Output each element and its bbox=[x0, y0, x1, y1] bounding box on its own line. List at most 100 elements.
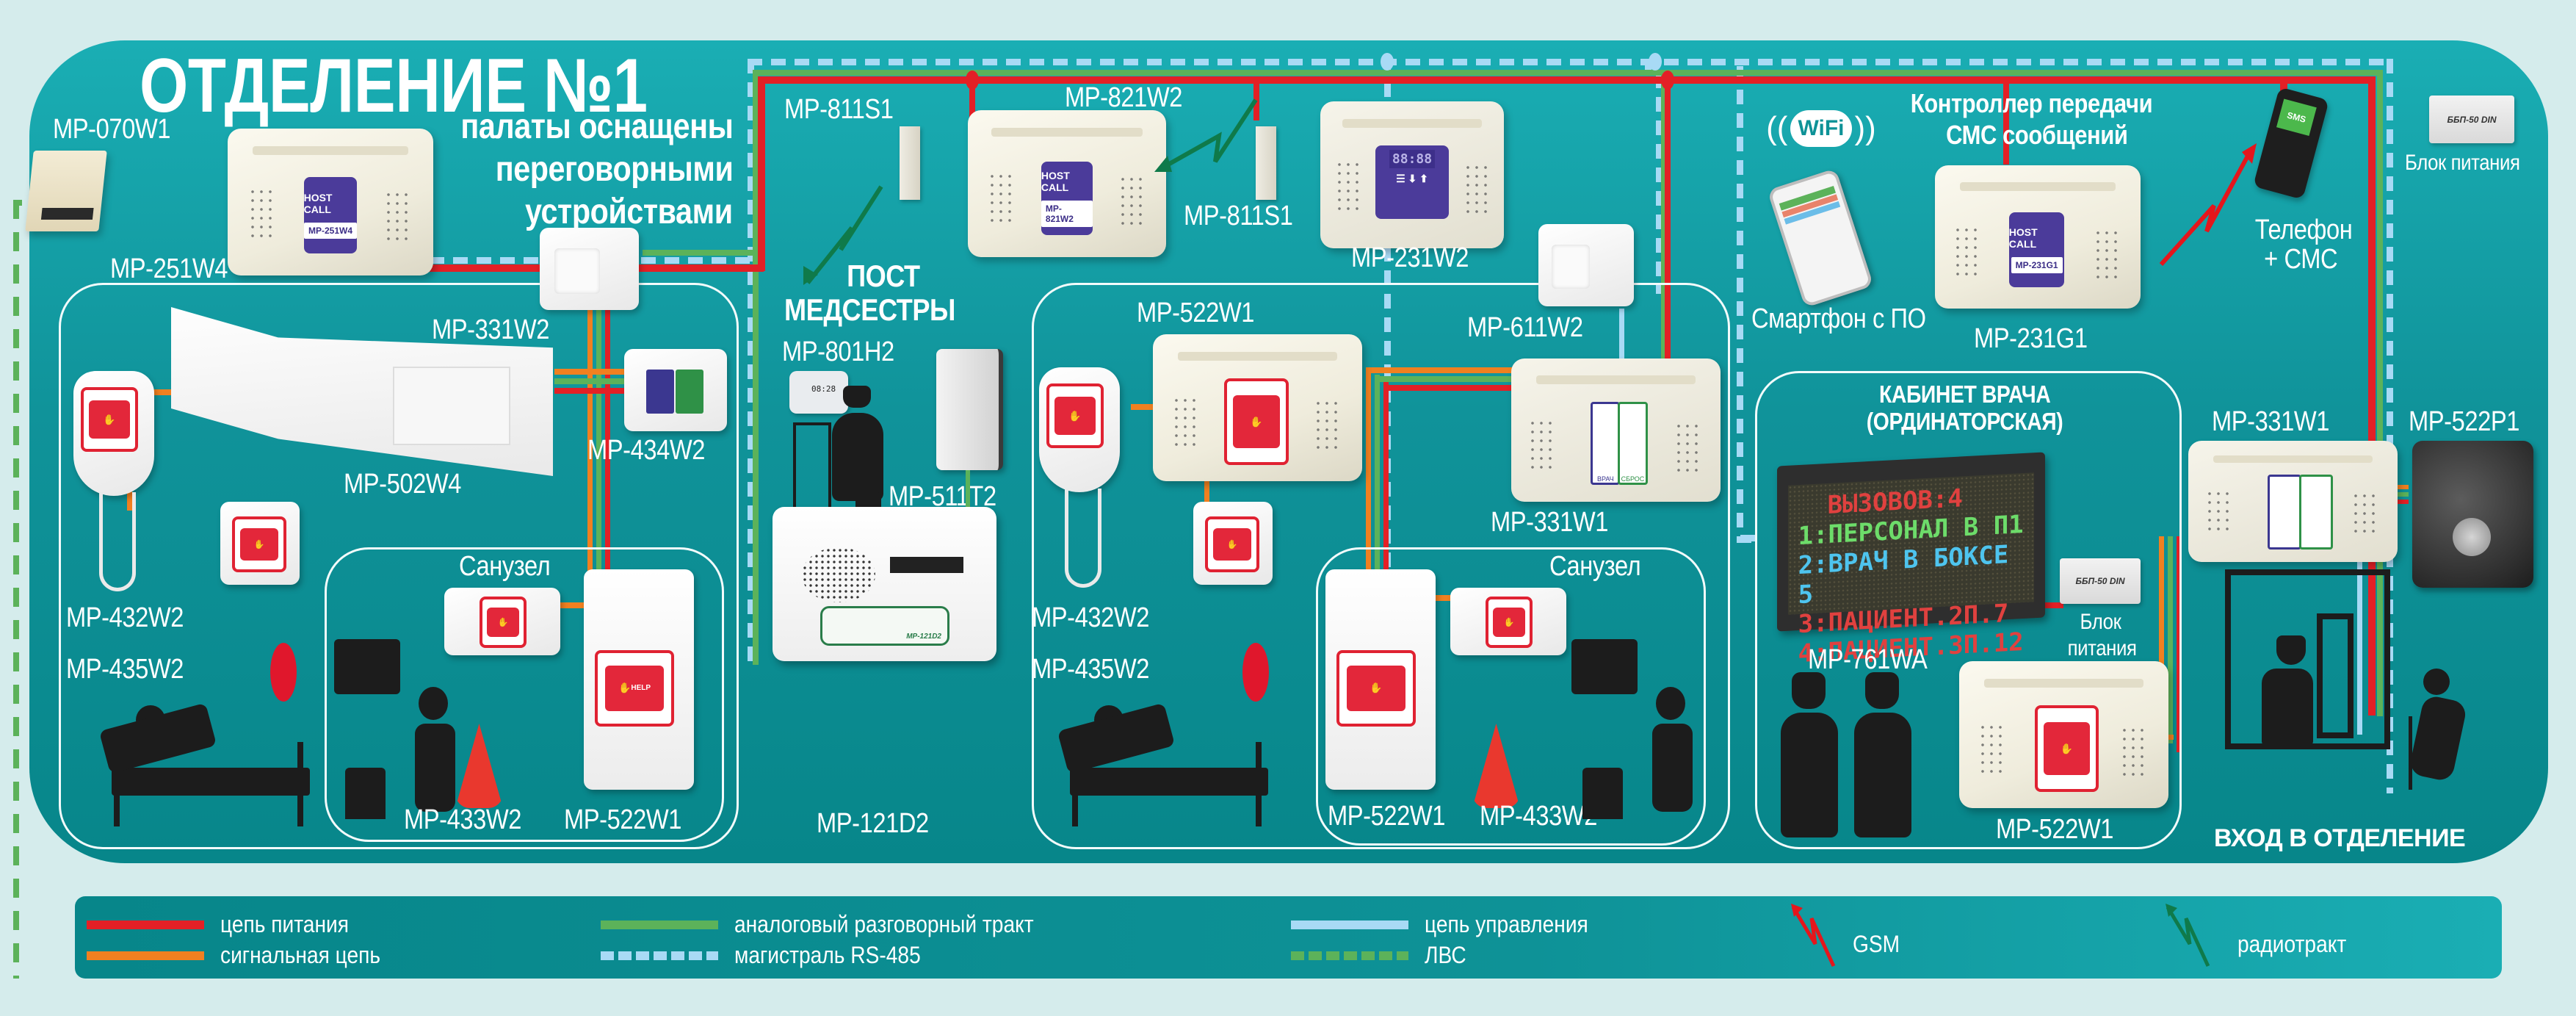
led-display-mp-761wa: ВЫЗОВОВ:4 1:ПЕРСОНАЛ В П1 2:ВРАЧ В БОКСЕ… bbox=[1777, 452, 2045, 669]
ward2-bathroom bbox=[1316, 547, 1706, 846]
power-bus bbox=[969, 76, 975, 120]
signal-line bbox=[1131, 404, 1153, 410]
doctor-icon bbox=[1781, 713, 1838, 837]
device-label-mp-811s1-left: MP-811S1 bbox=[784, 94, 894, 125]
device-label-mp-821w2: MP-821W2 bbox=[1065, 82, 1183, 113]
device-label-mp-432w2: MP-432W2 bbox=[66, 602, 184, 633]
handset-mp-511t2[interactable] bbox=[936, 349, 1003, 470]
ward1-room bbox=[59, 283, 739, 849]
call-button[interactable] bbox=[2453, 518, 2491, 556]
nurse-console-mp-121d2[interactable]: MP-121D2 bbox=[773, 507, 996, 661]
device-label-mp-331w1: MP-331W1 bbox=[1491, 507, 1609, 538]
person-icon bbox=[1652, 724, 1693, 812]
call-unit-mp-522w1[interactable]: ✋ bbox=[1959, 661, 2168, 808]
device-label-mp-433w2: MP-433W2 bbox=[1480, 801, 1598, 832]
call-display-mp-231w2[interactable]: 88:88 ☰ ⬇ ⬆ bbox=[1320, 101, 1504, 248]
pull-cord bbox=[1065, 489, 1101, 588]
radio-receiver-mp-811s1[interactable] bbox=[1256, 126, 1276, 200]
staff-unit-mp-331w1[interactable]: ВРАЧ СБРОС bbox=[1511, 359, 1721, 502]
analog-line bbox=[2168, 536, 2173, 743]
cane-icon bbox=[2409, 716, 2412, 790]
analog-line bbox=[596, 309, 601, 602]
nurse-icon bbox=[843, 386, 871, 408]
entrance-label: ВХОД В ОТДЕЛЕНИЕ bbox=[2214, 824, 2466, 852]
door-icon bbox=[2317, 613, 2354, 738]
wifi-icon: (( WiFi )) bbox=[1766, 110, 1876, 147]
psu-label: Блок питания bbox=[2405, 151, 2520, 175]
page-title: ОТДЕЛЕНИЕ №1 bbox=[140, 43, 648, 129]
device-label-mp-522w1: MP-522W1 bbox=[1328, 801, 1446, 832]
guard-icon bbox=[2276, 635, 2306, 665]
staff-panel-mp-434w2[interactable] bbox=[624, 349, 727, 431]
power-supply-unit[interactable]: ББП-50 DIN bbox=[2060, 558, 2141, 604]
watch-time: 08:28 bbox=[811, 384, 836, 394]
signal-line bbox=[1425, 595, 1454, 601]
analog-bus bbox=[1661, 70, 1667, 378]
device-label-mp-522w1: MP-522W1 bbox=[564, 804, 682, 835]
sms-title: СМС сообщений bbox=[1946, 120, 2128, 150]
gsm-signal-icon bbox=[2159, 143, 2257, 267]
bed-leg-icon bbox=[114, 768, 120, 826]
bathroom-label: Санузел bbox=[1549, 551, 1641, 582]
signal-line bbox=[1366, 367, 1513, 373]
power-bus bbox=[1665, 76, 1671, 370]
power-line bbox=[2394, 500, 2409, 504]
entrance-unit-mp-331w1[interactable] bbox=[2188, 441, 2398, 562]
pear-button bbox=[270, 643, 297, 702]
legend-swatch bbox=[1291, 920, 1408, 929]
analog-line bbox=[1375, 375, 1380, 661]
legend-item-control: цепь управления bbox=[1291, 911, 1610, 938]
power-bus bbox=[758, 76, 765, 271]
analog-line bbox=[1375, 376, 1513, 382]
corridor-lamp-mp-611w2[interactable] bbox=[1538, 224, 1634, 306]
pear-button-mp-435w2[interactable]: ✋ bbox=[220, 502, 300, 585]
toilet-cord-mp-433w2[interactable]: ✋ bbox=[444, 588, 560, 655]
pear-button-mp-435w2[interactable]: ✋ bbox=[1193, 502, 1273, 585]
phone-label: + СМС bbox=[2264, 244, 2338, 275]
legend-item-gsm: GSM bbox=[1790, 904, 1906, 970]
corridor-lamp-mp-331w2[interactable] bbox=[540, 228, 639, 310]
pull-cord-mp-432w2[interactable]: ✋ bbox=[73, 371, 154, 496]
radio-signal-icon bbox=[803, 185, 883, 285]
device-label-mp-435w2: MP-435W2 bbox=[66, 654, 184, 685]
elderly-person-icon bbox=[2423, 669, 2450, 695]
ward-unit-mp-522w1[interactable]: ✋ bbox=[1153, 334, 1362, 481]
control-line bbox=[1619, 309, 1624, 367]
power-supply-unit[interactable]: ББП-50 DIN bbox=[2429, 96, 2514, 143]
title-subline: палаты оснащены bbox=[460, 107, 733, 146]
rs485-bus bbox=[748, 59, 754, 669]
pear-button bbox=[1242, 643, 1269, 702]
title-subline: переговорными bbox=[495, 150, 733, 189]
junction-dot bbox=[966, 71, 979, 90]
pull-cord bbox=[99, 492, 136, 591]
toilet-unit-mp-522w1[interactable]: ✋HELP bbox=[584, 569, 694, 790]
person-icon bbox=[1656, 687, 1685, 720]
doctor-icon bbox=[1792, 672, 1826, 709]
wrist-watch-mp-801h2[interactable]: 08:28 bbox=[789, 371, 848, 414]
toilet-cord-mp-433w2[interactable]: ✋ bbox=[1450, 588, 1566, 655]
rs485-bus bbox=[2387, 59, 2393, 793]
junction-dot bbox=[1381, 53, 1394, 71]
door-panel-mp-522p1[interactable] bbox=[2412, 441, 2533, 588]
device-label-mp-070w1: MP-070W1 bbox=[53, 114, 171, 145]
sms-title: Контроллер передачи bbox=[1910, 88, 2153, 118]
legend-item-lan: ЛВС bbox=[1291, 942, 1472, 969]
analog-line bbox=[554, 378, 628, 384]
control-line bbox=[2357, 544, 2362, 735]
signal-line bbox=[2159, 536, 2164, 735]
network-switch[interactable] bbox=[25, 151, 107, 231]
device-label-mp-251w4: MP-251W4 bbox=[110, 253, 228, 284]
rs485-bus bbox=[748, 59, 2392, 65]
device-label-mp-434w2: MP-434W2 bbox=[587, 435, 706, 466]
legend-swatch bbox=[601, 920, 718, 929]
patient-bed-icon bbox=[1070, 768, 1268, 796]
doctor-office-title: (ОРДИНАТОРСКАЯ) bbox=[1866, 408, 2063, 435]
radio-receiver-mp-811s1[interactable] bbox=[900, 126, 920, 200]
ward1-bathroom bbox=[325, 547, 724, 842]
pull-cord-mp-432w2[interactable]: ✋ bbox=[1039, 367, 1120, 492]
toilet-unit-mp-522w1[interactable]: ✋ bbox=[1325, 569, 1436, 790]
signal-line bbox=[587, 309, 593, 602]
